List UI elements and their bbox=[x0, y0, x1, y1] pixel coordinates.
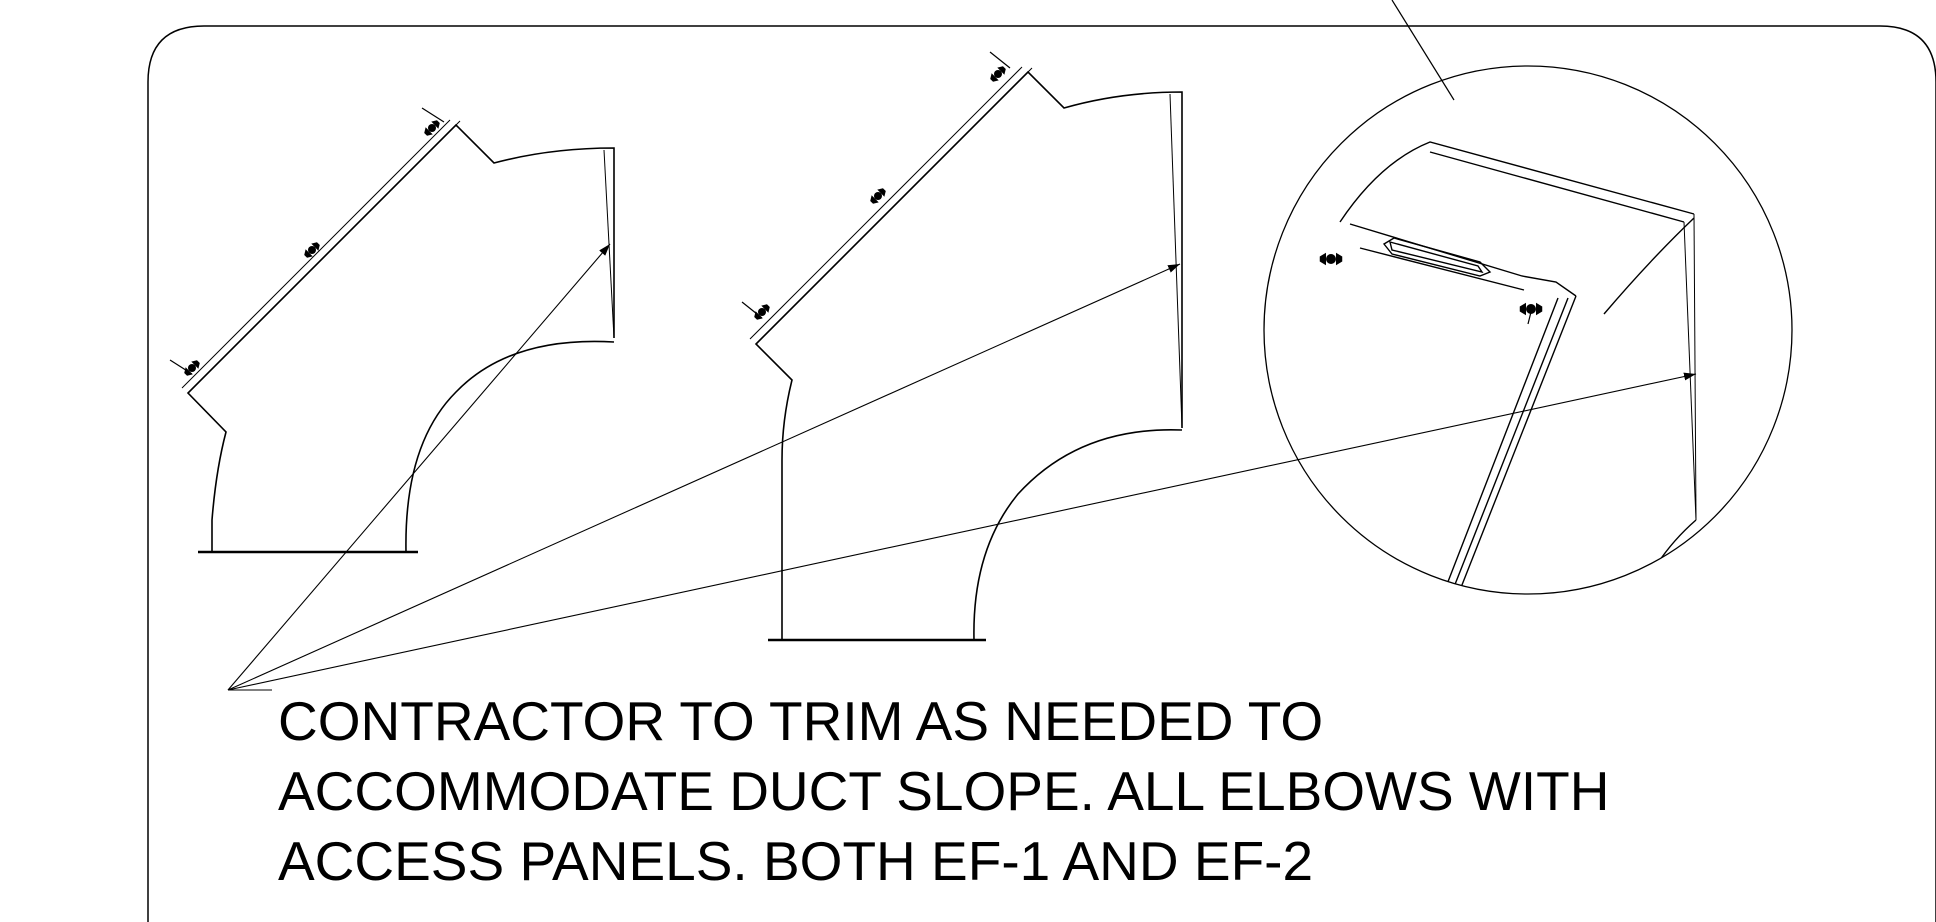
note-line-2: ACCOMMODATE DUCT SLOPE. ALL ELBOWS WITH bbox=[278, 760, 1610, 822]
elbow-1 bbox=[181, 119, 615, 554]
general-note: CONTRACTOR TO TRIM AS NEEDED TO ACCOMMOD… bbox=[278, 686, 1609, 896]
detail-enlargement bbox=[1339, 141, 1697, 594]
elbow-1-fasteners bbox=[169, 107, 445, 378]
detail-fasteners bbox=[1319, 252, 1543, 325]
detail-callout-leader bbox=[1391, 0, 1455, 101]
note-leaders bbox=[227, 243, 1697, 691]
note-line-3: ACCESS PANELS. BOTH EF-1 AND EF-2 bbox=[278, 830, 1314, 892]
elbow-2-fasteners bbox=[741, 51, 1011, 322]
leader-elbow-2 bbox=[227, 263, 1181, 691]
drawing-border bbox=[147, 25, 1936, 922]
elbow-2 bbox=[749, 66, 1183, 642]
detail-circle bbox=[1263, 65, 1793, 595]
leader-detail bbox=[227, 372, 1697, 691]
note-line-1: CONTRACTOR TO TRIM AS NEEDED TO bbox=[278, 690, 1324, 752]
leader-elbow-1 bbox=[227, 243, 611, 691]
